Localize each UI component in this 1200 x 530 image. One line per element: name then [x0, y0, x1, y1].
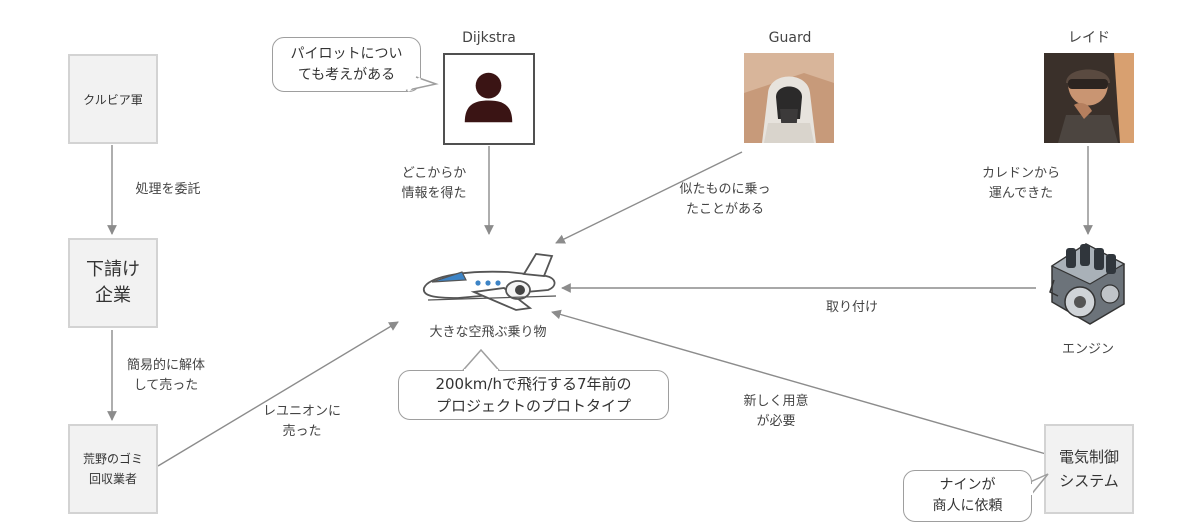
- node-kurubia-label: クルビア軍: [83, 92, 143, 107]
- arrow-wasteland-to-aircraft: [157, 321, 399, 467]
- callout-joint-aircraft: [464, 369, 498, 373]
- aircraft-illustration: [418, 250, 563, 320]
- edge-label-dijkstra-to-aircraft: どこからか 情報を得た: [401, 166, 467, 201]
- arrow-guard-to-aircraft: [555, 151, 743, 244]
- person-icon: [464, 72, 513, 123]
- edge-label-guard-to-aircraft: 似たものに乗っ たことがある: [679, 182, 771, 217]
- goggled-figure-icon: [1044, 53, 1134, 143]
- person-guard-name: Guard: [768, 30, 812, 46]
- node-subcontractor-label: 下請け 企業: [86, 259, 140, 306]
- node-kurubia: クルビア軍: [68, 54, 158, 144]
- dijkstra-avatar: [443, 53, 535, 145]
- callout-dijkstra-note: パイロットについ ても考えがある: [272, 37, 421, 92]
- node-engine-label: エンジン: [1061, 342, 1114, 357]
- edge-label-sub-to-waste: 簡易的に解体 して売った: [126, 358, 205, 393]
- callout-aircraft-note: 200km/hで飛行する7年前の プロジェクトのプロトタイプ: [398, 370, 669, 420]
- edge-label-engine-to-aircraft: 取り付け: [825, 300, 878, 315]
- edge-label-electric-to-aircraft: 新しく用意 が必要: [743, 394, 809, 429]
- jet-plane-icon: [423, 253, 557, 311]
- callout-aircraft-note-text: 200km/hで飛行する7年前の プロジェクトのプロトタイプ: [435, 375, 632, 415]
- engine-illustration: [1040, 236, 1135, 331]
- arrow-electric-to-aircraft: [551, 309, 1047, 455]
- person-reid-name: レイド: [1068, 30, 1110, 46]
- person-dijkstra-name: Dijkstra: [462, 30, 516, 46]
- callout-dijkstra-note-text: パイロットについ ても考えがある: [290, 45, 403, 83]
- edge-label-kurubia-to-sub: 処理を委託: [135, 182, 201, 197]
- node-electric-label: 電気制御 システム: [1058, 448, 1119, 490]
- hooded-figure-icon: [744, 53, 834, 143]
- edge-label-waste-to-aircraft: レユニオンに 売った: [262, 404, 341, 439]
- guard-avatar: [744, 53, 834, 143]
- reid-avatar: [1044, 53, 1134, 143]
- node-subcontractor: 下請け 企業: [68, 238, 158, 328]
- edge-label-reid-to-engine: カレドンから 運んできた: [981, 166, 1060, 201]
- node-wasteland-label: 荒野のゴミ 回収業者: [82, 452, 143, 486]
- node-electric: 電気制御 システム: [1044, 424, 1134, 514]
- callout-joint-nine: [1029, 484, 1033, 495]
- engine-icon: [1049, 243, 1126, 325]
- node-wasteland: 荒野のゴミ 回収業者: [68, 424, 158, 514]
- callout-nine-note: ナインが 商人に依頼: [903, 470, 1032, 522]
- node-aircraft-label: 大きな空飛ぶ乗り物: [429, 325, 547, 340]
- callout-nine-note-text: ナインが 商人に依頼: [932, 477, 1003, 514]
